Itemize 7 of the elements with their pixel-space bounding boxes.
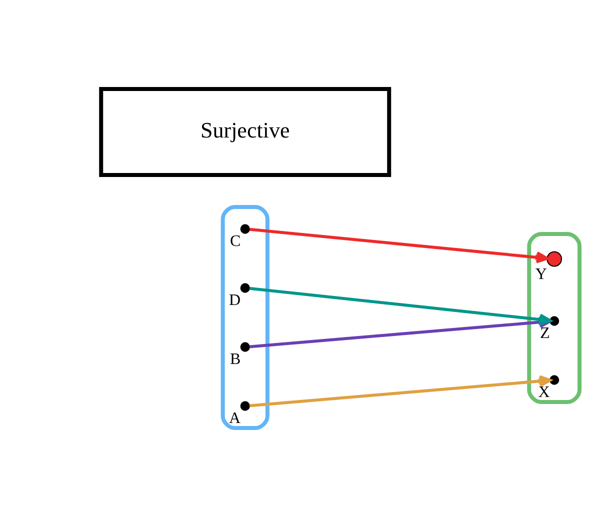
node-label: Y (535, 266, 547, 282)
node-label: B (230, 350, 241, 368)
node-label: A (229, 410, 241, 427)
node-label: C (230, 232, 241, 250)
node-label: Z (540, 324, 550, 342)
node-label: D (229, 292, 241, 309)
node-label: X (538, 384, 550, 401)
